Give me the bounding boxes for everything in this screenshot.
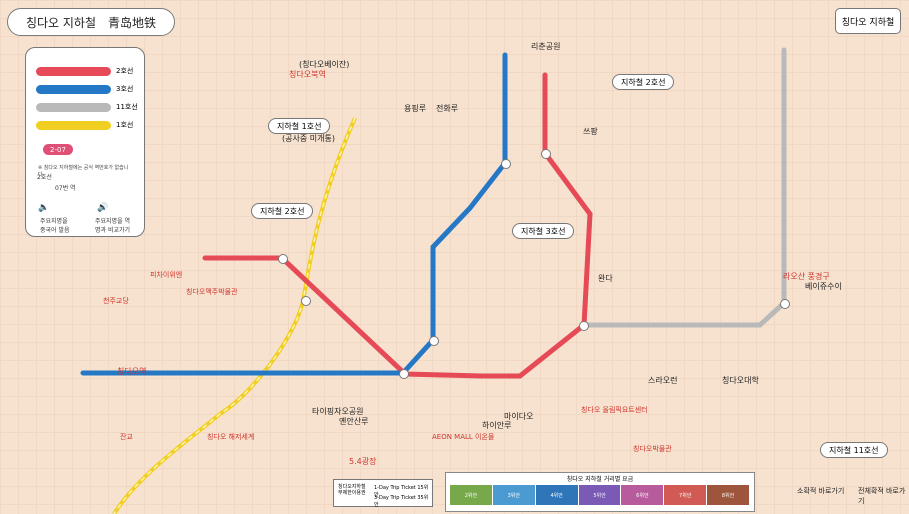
legend-note: ※ 칭다오 지하철에는 공식 역번호가 없습니다. bbox=[38, 165, 129, 178]
station-dot bbox=[579, 321, 589, 331]
ticket-box: 칭다오지하철 무제한이용권 1-Day Trip Ticket 15위안 3-D… bbox=[333, 479, 433, 508]
line2-mid-tag: 지하철 2호선 bbox=[251, 203, 314, 219]
station-label-laoshan: 라오산 풍경구 bbox=[783, 272, 830, 281]
station-label-shilaoren: 스라오런 bbox=[648, 376, 678, 385]
legend-label-line1: 1호선 bbox=[116, 121, 134, 129]
station-dot bbox=[301, 296, 311, 306]
ticket-line-1: 1-Day Trip Ticket 15위안 bbox=[374, 485, 429, 498]
station-label-qingdaosta: 칭다오역 bbox=[117, 367, 147, 376]
speaker-icon: 🔈 bbox=[38, 203, 50, 213]
station-label-yan-an: 옌안산루 bbox=[339, 417, 369, 426]
title-chinese: 青岛地铁 bbox=[108, 15, 157, 30]
line1-tag-text: 지하철 1호선 bbox=[277, 121, 322, 131]
line11-route bbox=[580, 47, 787, 328]
fare-cell: 7위안 bbox=[664, 485, 708, 505]
legend-row-line11: 11호선 bbox=[36, 101, 138, 113]
line1-construction-dash bbox=[113, 117, 356, 514]
station-dot bbox=[501, 159, 511, 169]
landmark-aquarium: 칭다오 해저세계 bbox=[207, 433, 255, 441]
station-label-sifang: 쓰팡 bbox=[583, 127, 598, 136]
landmark-church: 천주교당 bbox=[103, 297, 129, 305]
station-label-qingdao-uni: 칭다오대학 bbox=[722, 376, 759, 385]
ticket-line-2: 3-Day Trip Ticket 35위안 bbox=[374, 495, 429, 508]
fare-title: 칭다오 지하철 거리별 요금 bbox=[566, 475, 634, 483]
legend-row-line1: 1호선 bbox=[36, 119, 138, 131]
line3-tag: 지하철 3호선 bbox=[512, 223, 575, 239]
landmark-museum: 칭다오박물관 bbox=[633, 445, 672, 453]
landmark-jiangbao: 잔교 bbox=[120, 433, 133, 441]
station-label-wusi: 5.4광장 bbox=[349, 457, 377, 466]
station-label-qingdao-north-zh: (칭다오베이잔) bbox=[299, 60, 350, 69]
legend-row-line2: 2호선 bbox=[36, 65, 138, 77]
line1-tag-note: (공사중 미개통) bbox=[282, 134, 335, 143]
corner-button[interactable]: 칭다오 지하철 bbox=[835, 8, 901, 34]
fare-cell: 8위안 bbox=[707, 485, 751, 505]
landmark-beer: 칭다오맥주박물관 bbox=[186, 288, 238, 296]
fare-cell: 3위안 bbox=[492, 485, 536, 505]
station-label-liancheng: 리춘공원 bbox=[531, 42, 561, 51]
station-label-dianhua: 전화루 bbox=[436, 104, 459, 113]
landmark-olympic: 칭다오 올림픽요트센터 bbox=[581, 406, 648, 414]
fare-colors: 2위안 3위안 4위안 5위안 6위안 7위안 8위안 bbox=[450, 485, 751, 505]
legend-panel: 2호선 3호선 11호선 1호선 2-07 2호선 07번 역 ※ 칭다오 지하… bbox=[25, 47, 145, 237]
line11-tag: 지하철 11호선 bbox=[820, 442, 888, 458]
line2-top-tag: 지하철 2호선 bbox=[612, 74, 675, 90]
zoom-out-button[interactable]: 전체확적 바로가기 bbox=[858, 487, 906, 505]
legend-label-line3: 3호선 bbox=[116, 85, 134, 93]
legend-line-red bbox=[36, 66, 111, 76]
station-label-beijiushui: 베이쥬수이 bbox=[805, 282, 842, 291]
fare-table: 칭다오 지하철 거리별 요금 2위안 3위안 4위안 5위안 6위안 7위안 8… bbox=[445, 472, 755, 512]
station-label-qingdao-north: 칭다오북역 bbox=[289, 70, 326, 79]
fare-cell: 4위안 bbox=[535, 485, 579, 505]
station-dot bbox=[278, 254, 288, 264]
station-label-yongping: 용핑루 bbox=[404, 104, 427, 113]
station-code-demo: 2-07 bbox=[43, 144, 73, 155]
ticket-title: 칭다오지하철 무제한이용권 bbox=[338, 484, 366, 496]
station-dot bbox=[429, 336, 439, 346]
station-label-wanda: 완다 bbox=[598, 274, 613, 283]
legend-line-blue bbox=[36, 84, 111, 94]
station-dot bbox=[541, 149, 551, 159]
legend-row-line3: 3호선 bbox=[36, 83, 138, 95]
station-label-hai-an: 하이안루 bbox=[482, 421, 512, 430]
line2-route bbox=[202, 72, 593, 379]
legend-station-caption: 07번 역 bbox=[55, 185, 76, 192]
legend-label-line2: 2호선 bbox=[116, 67, 134, 75]
legend-speaker-caption-left: 주요지명을 중국어 발음 bbox=[40, 218, 70, 234]
station-dot bbox=[399, 369, 409, 379]
fare-cell: 2위안 bbox=[450, 485, 493, 505]
legend-line-caption: 2호선 bbox=[37, 174, 52, 181]
zoom-in-button[interactable]: 소확적 바로가기 bbox=[797, 487, 845, 495]
legend-line-yellow bbox=[36, 120, 111, 130]
legend-label-line11: 11호선 bbox=[116, 103, 138, 111]
fare-cell: 6위안 bbox=[621, 485, 665, 505]
station-label-taipingjiao: 타이핑자오공원 bbox=[312, 407, 364, 416]
legend-line-gray bbox=[36, 102, 111, 112]
page-title-pill: 칭다오 지하철 青岛地铁 bbox=[7, 8, 175, 36]
speaker-icon: 🔊 bbox=[97, 203, 109, 213]
line1-route bbox=[112, 117, 357, 514]
landmark-pichuwei: 피차이위엔 bbox=[150, 271, 183, 279]
landmark-aeon: AEON MALL 이온몰 bbox=[432, 433, 495, 441]
station-label-maidao: 마이다오 bbox=[504, 412, 534, 421]
fare-cell: 5위안 bbox=[578, 485, 622, 505]
line1-tag: 지하철 1호선 bbox=[268, 118, 331, 134]
station-dot bbox=[780, 299, 790, 309]
title-korean: 칭다오 지하철 bbox=[25, 15, 97, 30]
legend-speaker-caption-right: 주요지명을 역명과 비교가기 bbox=[95, 218, 131, 234]
